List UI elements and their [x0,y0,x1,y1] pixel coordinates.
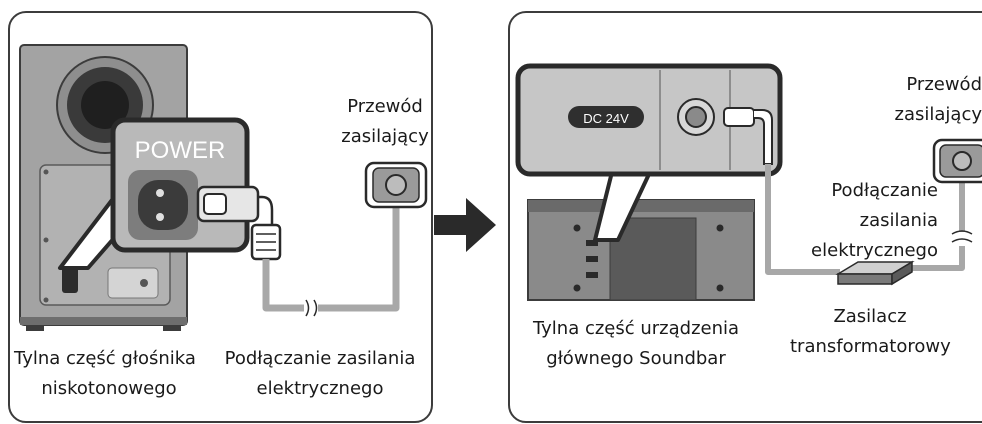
right-arrow-icon [434,198,496,252]
adapter-icon [835,260,915,286]
soundbar-back [527,199,755,301]
dc-voltage-label: DC 24V [583,111,629,126]
subwoofer-label: Tylna część głośnika niskotonowego [14,348,196,399]
wall-outlet-icon [932,138,982,184]
adapter-label: Zasilacz transformatorowy [790,306,951,357]
power-cable [262,195,400,312]
cable-break-icon [305,299,318,317]
cable-break-icon [951,230,973,243]
dc-cable [765,164,840,275]
dc-jack-callout [515,63,783,177]
cord-label-right: Przewód zasilający [894,74,982,125]
soundbar-label: Tylna część urządzenia głównego Soundbar [532,318,740,369]
connect-label: Podłączanie zasilania elektrycznego [224,348,416,399]
wall-outlet-icon [364,161,428,209]
cord-label: Przewód zasilający [341,96,429,147]
power-plug-icon [196,185,282,261]
power-label: POWER [135,137,226,164]
connect-label-right: Podłączanie zasilania elektrycznego [811,180,938,261]
